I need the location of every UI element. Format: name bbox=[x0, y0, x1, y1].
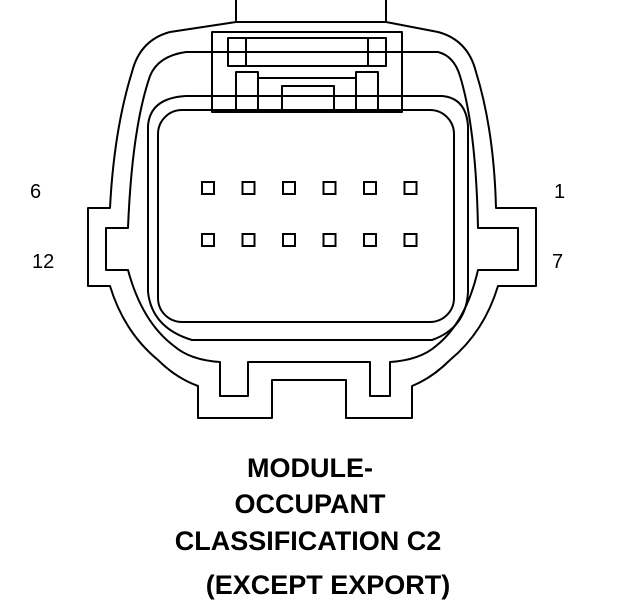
housing-inner-ring bbox=[147, 95, 469, 341]
caption-line-1: MODULE- bbox=[247, 453, 373, 483]
pin-cavity-3 bbox=[322, 181, 337, 195]
pin-label-top-right: 1 bbox=[554, 181, 565, 203]
caption-line-2: OCCUPANT bbox=[235, 489, 386, 519]
pin-cavity-5 bbox=[241, 181, 256, 195]
pin-cavity-4 bbox=[282, 181, 296, 195]
pin-cavity-7 bbox=[403, 233, 418, 247]
housing-outer bbox=[87, 21, 537, 419]
pin-label-top-left: 6 bbox=[30, 181, 41, 203]
pin-cavity-8 bbox=[363, 233, 377, 247]
pin-label-bottom-right: 7 bbox=[552, 251, 563, 273]
caption-line-4: (EXCEPT EXPORT) bbox=[206, 570, 451, 600]
pin-label-bottom-left: 12 bbox=[32, 251, 54, 273]
locking-rib bbox=[211, 31, 403, 113]
caption: MODULE- OCCUPANT CLASSIFICATION C2 (EXCE… bbox=[175, 453, 451, 600]
pin-cavity-9 bbox=[322, 233, 337, 247]
housing-ring bbox=[105, 51, 519, 397]
pin-cavity-11 bbox=[241, 233, 256, 247]
pin-cavity-6 bbox=[201, 181, 215, 195]
pin-grid bbox=[201, 181, 418, 247]
pin-cavity-2 bbox=[363, 181, 377, 195]
caption-line-3: CLASSIFICATION C2 bbox=[175, 526, 442, 556]
pin-cavity-face bbox=[157, 109, 455, 323]
pin-cavity-1 bbox=[403, 181, 418, 195]
connector-housing bbox=[87, 0, 537, 419]
latch-tab bbox=[235, 0, 387, 22]
pin-cavity-12 bbox=[201, 233, 215, 247]
pin-cavity-10 bbox=[282, 233, 296, 247]
